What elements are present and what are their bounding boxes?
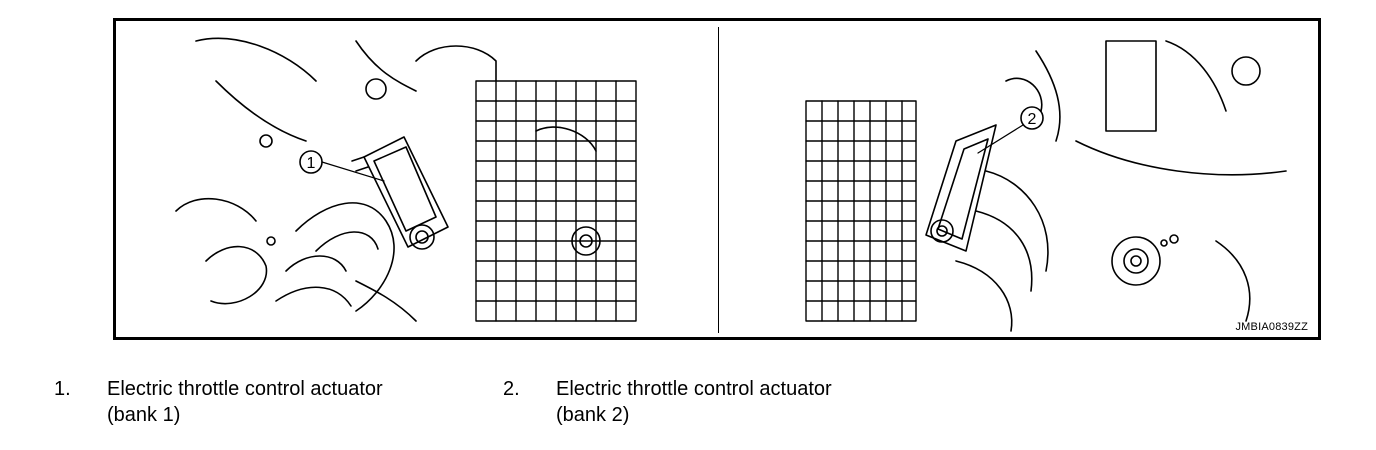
callout-2-drawing: 2 [977,106,1044,154]
actuator-2-drawing [925,124,997,252]
left-panel-drawing: 1 [175,37,637,322]
legend-item-number: 2. [503,378,520,400]
callout-1-label: 1 [307,155,316,172]
engine-line-drawing: 1 [175,37,1287,332]
right-engine-grid [805,100,917,322]
right-panel-drawing: 2 [805,40,1287,332]
callout-1-drawing: 1 [299,150,385,182]
figure-id: JMBIA0839ZZ [1235,321,1308,333]
left-engine-grid [475,80,637,322]
callout-2-label: 2 [1028,111,1037,128]
legend-item-line-2: (bank 1) [107,404,181,426]
actuator-1-drawing [351,136,449,250]
legend-item-number: 1. [54,378,71,400]
legend-item-line-1: Electric throttle control actuator [556,378,832,400]
legend-item-line-1: Electric throttle control actuator [107,378,383,400]
legend-item-line-2: (bank 2) [556,404,630,426]
engine-illustration: 1 [113,18,1321,340]
legend-item-text: Electric throttle control actuator (bank … [556,376,832,428]
panel-divider [718,27,719,333]
legend-item-text: Electric throttle control actuator (bank … [107,376,383,428]
